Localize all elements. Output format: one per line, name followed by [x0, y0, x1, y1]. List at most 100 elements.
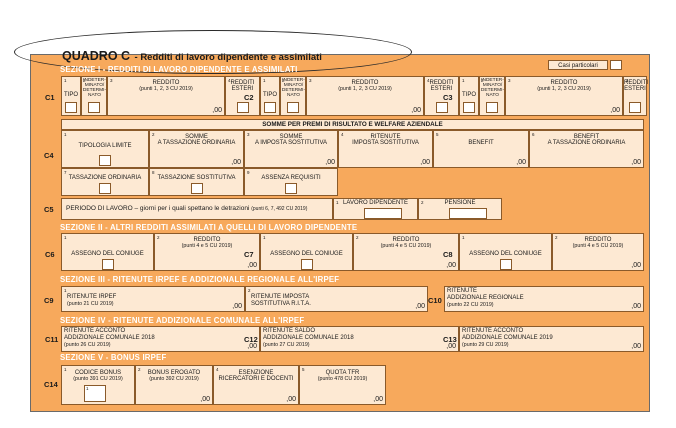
- esteri-label: REDDITI: [624, 80, 648, 86]
- tipo-input[interactable]: [264, 102, 276, 113]
- redditi-esteri-input[interactable]: [237, 102, 249, 113]
- row-label-c7: C7: [244, 250, 254, 259]
- c5-pensione-label: PENSIONE: [444, 200, 476, 206]
- c9-sost-cell[interactable]: 2 RITENUTE IMPOSTA SOSTITUTIVA R.I.T.A. …: [245, 286, 428, 312]
- num: 1: [64, 78, 67, 83]
- num: 2: [152, 132, 155, 137]
- c10-add-reg-cell[interactable]: RITENUTE ADDIZIONALE REGIONALE (punto 22…: [444, 286, 644, 312]
- redditi-esteri-input[interactable]: [436, 102, 448, 113]
- zero-suffix: ,00: [610, 107, 620, 114]
- row-label-c6: C6: [45, 250, 55, 259]
- assegno-coniuge-input[interactable]: [102, 259, 114, 270]
- c14-erogato-cell[interactable]: 2 BONUS EROGATO (punto 392 CU 2019) ,00: [135, 365, 213, 405]
- indeter-label: NATO: [486, 93, 499, 98]
- c9-irpef-cell[interactable]: 1 RITENUTE IRPEF (punto 21 CU 2019) ,00: [61, 286, 245, 312]
- num: 5: [302, 367, 305, 372]
- indeter-label: MINATO/: [482, 83, 503, 88]
- c5-lav-dip-cell[interactable]: 1 LAVORO DIPENDENTE: [333, 198, 418, 220]
- c4-somme-sost-cell[interactable]: 3 SOMME A IMPOSTA SOSTITUTIVA ,00: [244, 130, 338, 168]
- c14-quota-label: QUOTA TFR: [325, 370, 360, 376]
- tipo-label: TIPO: [63, 92, 78, 98]
- num: 8: [152, 170, 155, 175]
- esteri-label-2: ESTERI: [430, 86, 453, 92]
- c4-tipologia-cell: 1 TIPOLOGIA LIMITE: [61, 130, 149, 168]
- c14-codice-input[interactable]: 1: [84, 385, 106, 402]
- c14-quota-cell[interactable]: 5 QUOTA TFR (punto 478 CU 2019) ,00: [299, 365, 386, 405]
- c5-periodo-text: PERIODO DI LAVORO – giorni per i quali s…: [66, 205, 250, 212]
- section-5-title: SEZIONE V - BONUS IRPEF: [60, 353, 167, 362]
- indeter-label: INDETER-: [83, 78, 106, 83]
- num: 2: [555, 235, 558, 240]
- c14-codice-label: CODICE BONUS: [74, 370, 122, 376]
- c12-label-2: ADDIZIONALE COMUNALE 2018: [263, 335, 354, 341]
- c11-punto: (punto 26 CU 2019): [64, 342, 111, 348]
- row-label-c14: C14: [44, 380, 58, 389]
- num: 2: [138, 367, 141, 372]
- redditi-esteri-input[interactable]: [629, 102, 641, 113]
- tipo-input[interactable]: [463, 102, 475, 113]
- zero-suffix: ,00: [446, 343, 456, 350]
- assegno-coniuge-input[interactable]: [500, 259, 512, 270]
- c4-tipologia-input[interactable]: [99, 155, 111, 166]
- tipo-label: TIPO: [461, 92, 476, 98]
- num: 5: [436, 132, 439, 137]
- esteri-label: REDDITI: [429, 80, 454, 86]
- c4-assenza-input[interactable]: [285, 183, 297, 194]
- num: 4: [626, 78, 629, 83]
- c4-somme-ord-label: SOMME: [185, 134, 208, 140]
- zero-suffix: ,00: [516, 159, 526, 166]
- casi-particolari-input[interactable]: [610, 60, 622, 70]
- c4-header: SOMME PER PREMI DI RISULTATO E WELFARE A…: [262, 121, 443, 128]
- c4-ritenute-cell[interactable]: 4 RITENUTE IMPOSTA SOSTITUTIVA ,00: [338, 130, 433, 168]
- num: 4: [216, 367, 219, 372]
- c9-irpef-punto: (punto 21 CU 2019): [67, 301, 114, 307]
- num: 2: [481, 78, 484, 83]
- indeterminato-input[interactable]: [287, 102, 299, 113]
- reddito-punti: (punti 1, 2, 3 CU 2019): [139, 86, 193, 92]
- c5-pensione-input[interactable]: [449, 208, 487, 219]
- assegno-coniuge-input[interactable]: [301, 259, 313, 270]
- row-label-c1: C1: [45, 93, 55, 102]
- c4-benefit-ord-cell[interactable]: 6 BENEFIT A TASSAZIONE ORDINARIA ,00: [529, 130, 644, 168]
- tipo-input[interactable]: [65, 102, 77, 113]
- indeter-label: MINATO/: [84, 83, 105, 88]
- c5-periodo-punti: (punti 6, 7, 492 CU 2019): [251, 206, 308, 212]
- num: 4: [228, 78, 231, 83]
- c4-somme-sost-label-2: A IMPOSTA SOSTITUTIVA: [254, 140, 328, 146]
- c4-benefit-cell[interactable]: 5 BENEFIT ,00: [433, 130, 529, 168]
- c5-lav-dip-input[interactable]: [364, 208, 402, 219]
- c4-ritenute-label-2: IMPOSTA SOSTITUTIVA: [352, 140, 419, 146]
- casi-particolari-label-box: Casi particolari: [548, 60, 608, 70]
- c14-esenzione-cell[interactable]: 4 ESENZIONE RICERCATORI E DOCENTI ,00: [213, 365, 299, 405]
- c12-label: RITENUTE SALDO: [263, 328, 316, 334]
- indeterminato-input[interactable]: [88, 102, 100, 113]
- zero-suffix: ,00: [631, 343, 641, 350]
- zero-suffix: ,00: [232, 303, 242, 310]
- indeterminato-input[interactable]: [486, 102, 498, 113]
- indeter-label: INDETER-: [282, 78, 305, 83]
- reddito-label: REDDITO: [550, 80, 578, 86]
- num: 3: [110, 78, 113, 83]
- c4-somme-ord-cell[interactable]: 2 SOMME A TASSAZIONE ORDINARIA ,00: [149, 130, 244, 168]
- c4-tass-ord-input[interactable]: [99, 183, 111, 194]
- c4-tass-sost-input[interactable]: [191, 183, 203, 194]
- num: 4: [341, 132, 344, 137]
- c4-somme-ord-label-2: A TASSAZIONE ORDINARIA: [157, 140, 236, 146]
- indeter-label: NATO: [88, 93, 101, 98]
- c4-tipologia-label: TIPOLOGIA LIMITE: [78, 143, 132, 149]
- c9-sost-label: RITENUTE IMPOSTA: [251, 294, 310, 300]
- row-label-c9: C9: [44, 296, 54, 305]
- c13-punto: (punto 29 CU 2019): [462, 342, 509, 348]
- c5-pensione-cell[interactable]: 2 PENSIONE: [418, 198, 502, 220]
